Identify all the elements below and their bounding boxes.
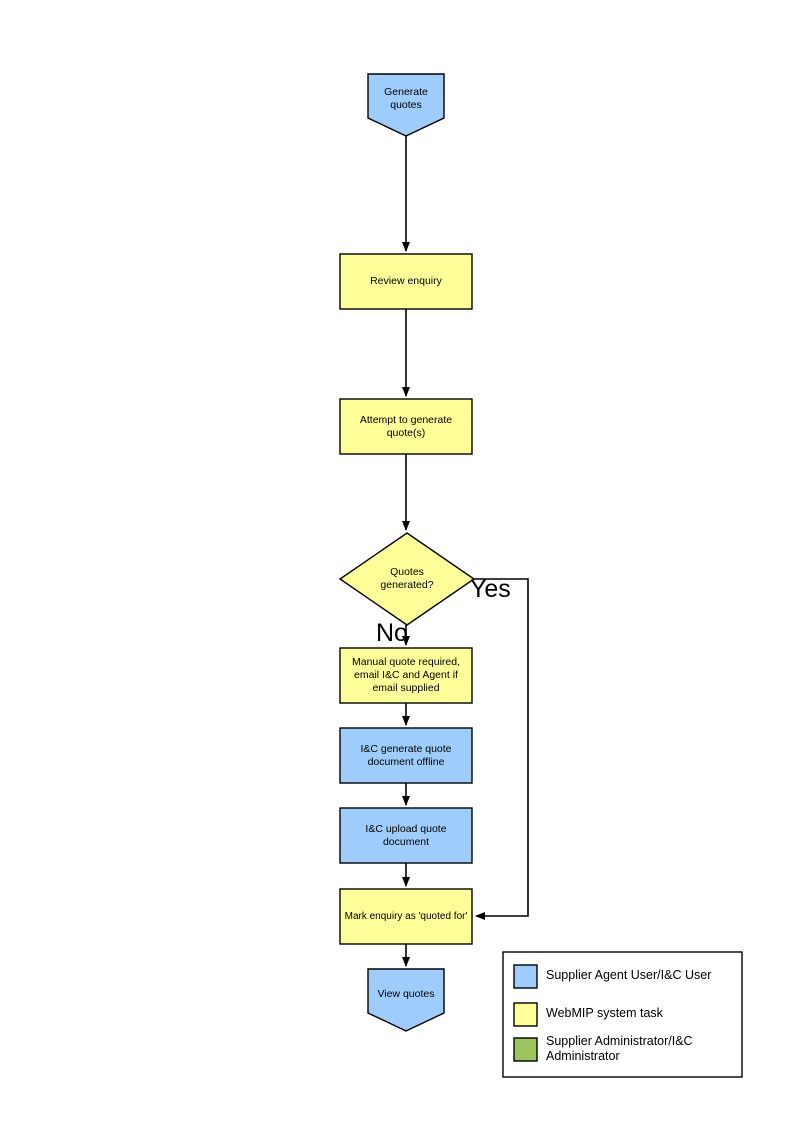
edge-label-no: No (376, 619, 408, 647)
edge-label-yes: Yes (470, 575, 511, 603)
edge-decision-yes-to-mark (474, 578, 529, 920)
node-attempt-generate-quotes[interactable] (339, 398, 473, 455)
node-mark-enquiry-quoted-for[interactable] (339, 888, 473, 945)
node-ic-upload-quote-document[interactable] (339, 807, 473, 864)
legend-label-user-task: Supplier Agent User/I&C User (546, 968, 712, 982)
legend-swatch-admin-task (513, 1037, 538, 1062)
node-ic-generate-quote-offline[interactable] (339, 727, 473, 784)
node-view-quotes[interactable] (367, 968, 445, 1032)
node-quotes-generated-decision[interactable] (338, 532, 476, 626)
node-manual-quote-required[interactable] (339, 647, 473, 704)
legend-label-system-task: WebMIP system task (546, 1006, 663, 1020)
legend-swatch-system-task (513, 1002, 538, 1027)
legend-box (502, 951, 743, 1078)
legend-swatch-user-task (513, 964, 538, 989)
legend-label-admin-task: Supplier Administrator/I&C Administrator (546, 1034, 693, 1063)
node-generate-quotes[interactable] (367, 73, 445, 137)
node-review-enquiry[interactable] (339, 253, 473, 310)
